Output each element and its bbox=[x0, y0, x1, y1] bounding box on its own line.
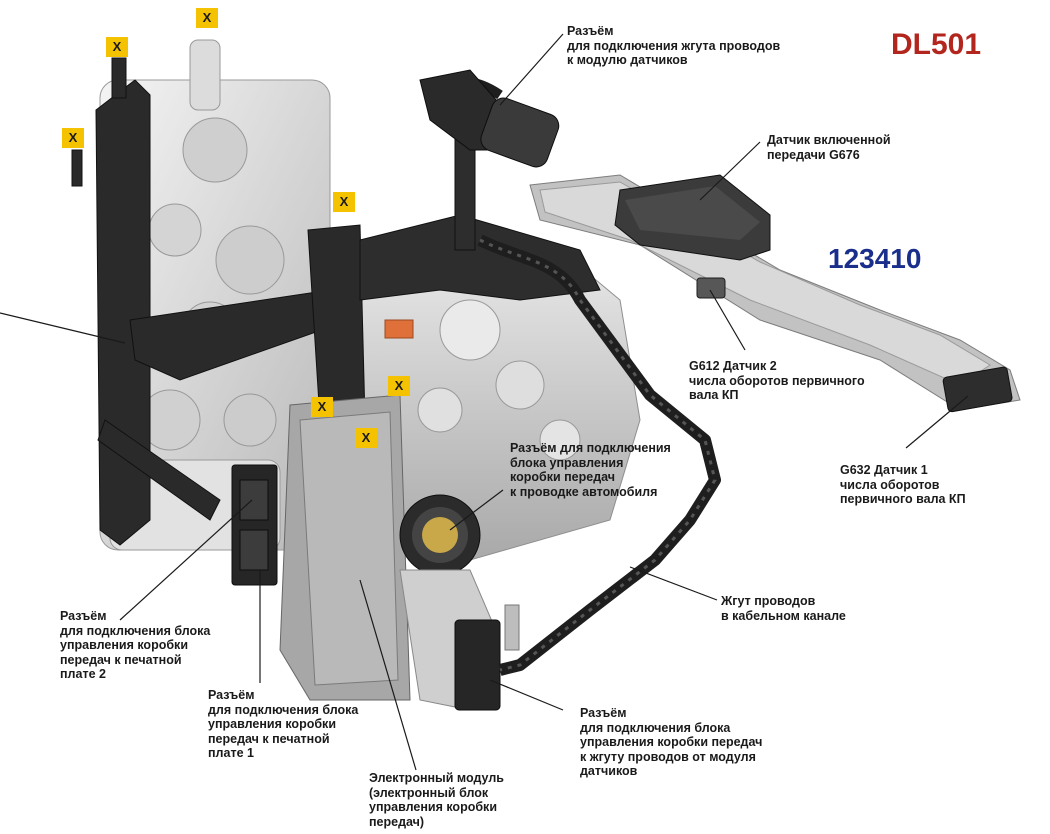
sensor-harness-plug bbox=[419, 69, 560, 168]
gear-sensor-g676 bbox=[614, 174, 771, 261]
label-sensor-g612: G612 Датчик 2 числа оборотов первичного … bbox=[689, 359, 865, 402]
marker-x: X bbox=[355, 428, 377, 448]
label-sensor-harness-connector: Разъём для подключения жгута проводов к … bbox=[567, 24, 781, 67]
label-sensor-module-connector: Разъём для подключения блока управления … bbox=[580, 706, 763, 778]
vehicle-round-connector bbox=[399, 494, 481, 576]
label-gear-sensor-g676: Датчик включенной передачи G676 bbox=[767, 133, 891, 162]
label-electronic-module: Электронный модуль (электронный блок упр… bbox=[369, 771, 504, 829]
marker-x: X bbox=[196, 8, 218, 28]
marker-x: X bbox=[333, 192, 355, 212]
model-label: DL501 bbox=[891, 28, 982, 61]
pcb-connectors bbox=[231, 464, 278, 586]
leader-lines bbox=[0, 33, 969, 771]
label-vehicle-connector: Разъём для подключения блока управления … bbox=[510, 441, 671, 499]
part-number-label: 123410 bbox=[828, 243, 922, 274]
marker-x: X bbox=[106, 37, 128, 57]
electronic-module bbox=[279, 394, 411, 701]
wiring-harness bbox=[477, 234, 721, 676]
sensor-g632-block bbox=[942, 366, 1013, 413]
left-carrier-frame bbox=[71, 57, 366, 546]
label-sensor-g632: G632 Датчик 1 числа оборотов первичного … bbox=[840, 463, 966, 506]
marker-x: X bbox=[388, 376, 410, 396]
label-harness-channel: Жгут проводов в кабельном канале bbox=[721, 594, 846, 623]
sensor-g612-block bbox=[696, 277, 726, 299]
label-pcb1-connector: Разъём для подключения блока управления … bbox=[208, 688, 359, 760]
label-pcb2-connector: Разъём для подключения блока управления … bbox=[60, 609, 211, 681]
sensor-module-connector-block bbox=[399, 569, 520, 711]
marker-x: X bbox=[311, 397, 333, 417]
marker-x: X bbox=[62, 128, 84, 148]
